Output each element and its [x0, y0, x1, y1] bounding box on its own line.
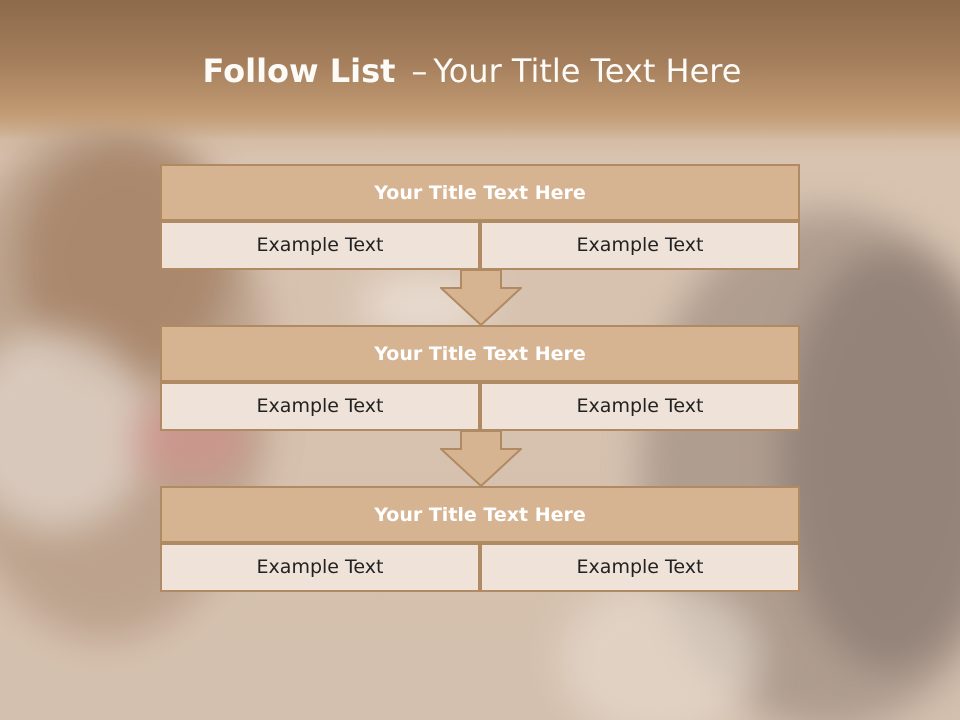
- step-block-2: Your Title Text Here Example Text Exampl…: [160, 325, 800, 431]
- step-title-1: Your Title Text Here: [160, 164, 800, 221]
- step-1-left-text: Example Text: [160, 221, 480, 270]
- step-1-right-text: Example Text: [480, 221, 800, 270]
- down-arrow-icon: [440, 270, 522, 326]
- step-block-3: Your Title Text Here Example Text Exampl…: [160, 486, 800, 592]
- step-2-right-text: Example Text: [480, 382, 800, 431]
- slide-title-rest: Your Title Text Here: [433, 52, 742, 90]
- down-arrow-icon: [440, 431, 522, 487]
- slide-title: Follow List–Your Title Text Here: [0, 52, 944, 90]
- step-title-3: Your Title Text Here: [160, 486, 800, 543]
- step-3-left-text: Example Text: [160, 543, 480, 592]
- step-title-2: Your Title Text Here: [160, 325, 800, 382]
- title-dash: –: [411, 52, 428, 90]
- step-block-1: Your Title Text Here Example Text Exampl…: [160, 164, 800, 270]
- slide-title-bold: Follow List: [202, 52, 396, 90]
- step-2-left-text: Example Text: [160, 382, 480, 431]
- header-band: [0, 0, 960, 140]
- step-3-right-text: Example Text: [480, 543, 800, 592]
